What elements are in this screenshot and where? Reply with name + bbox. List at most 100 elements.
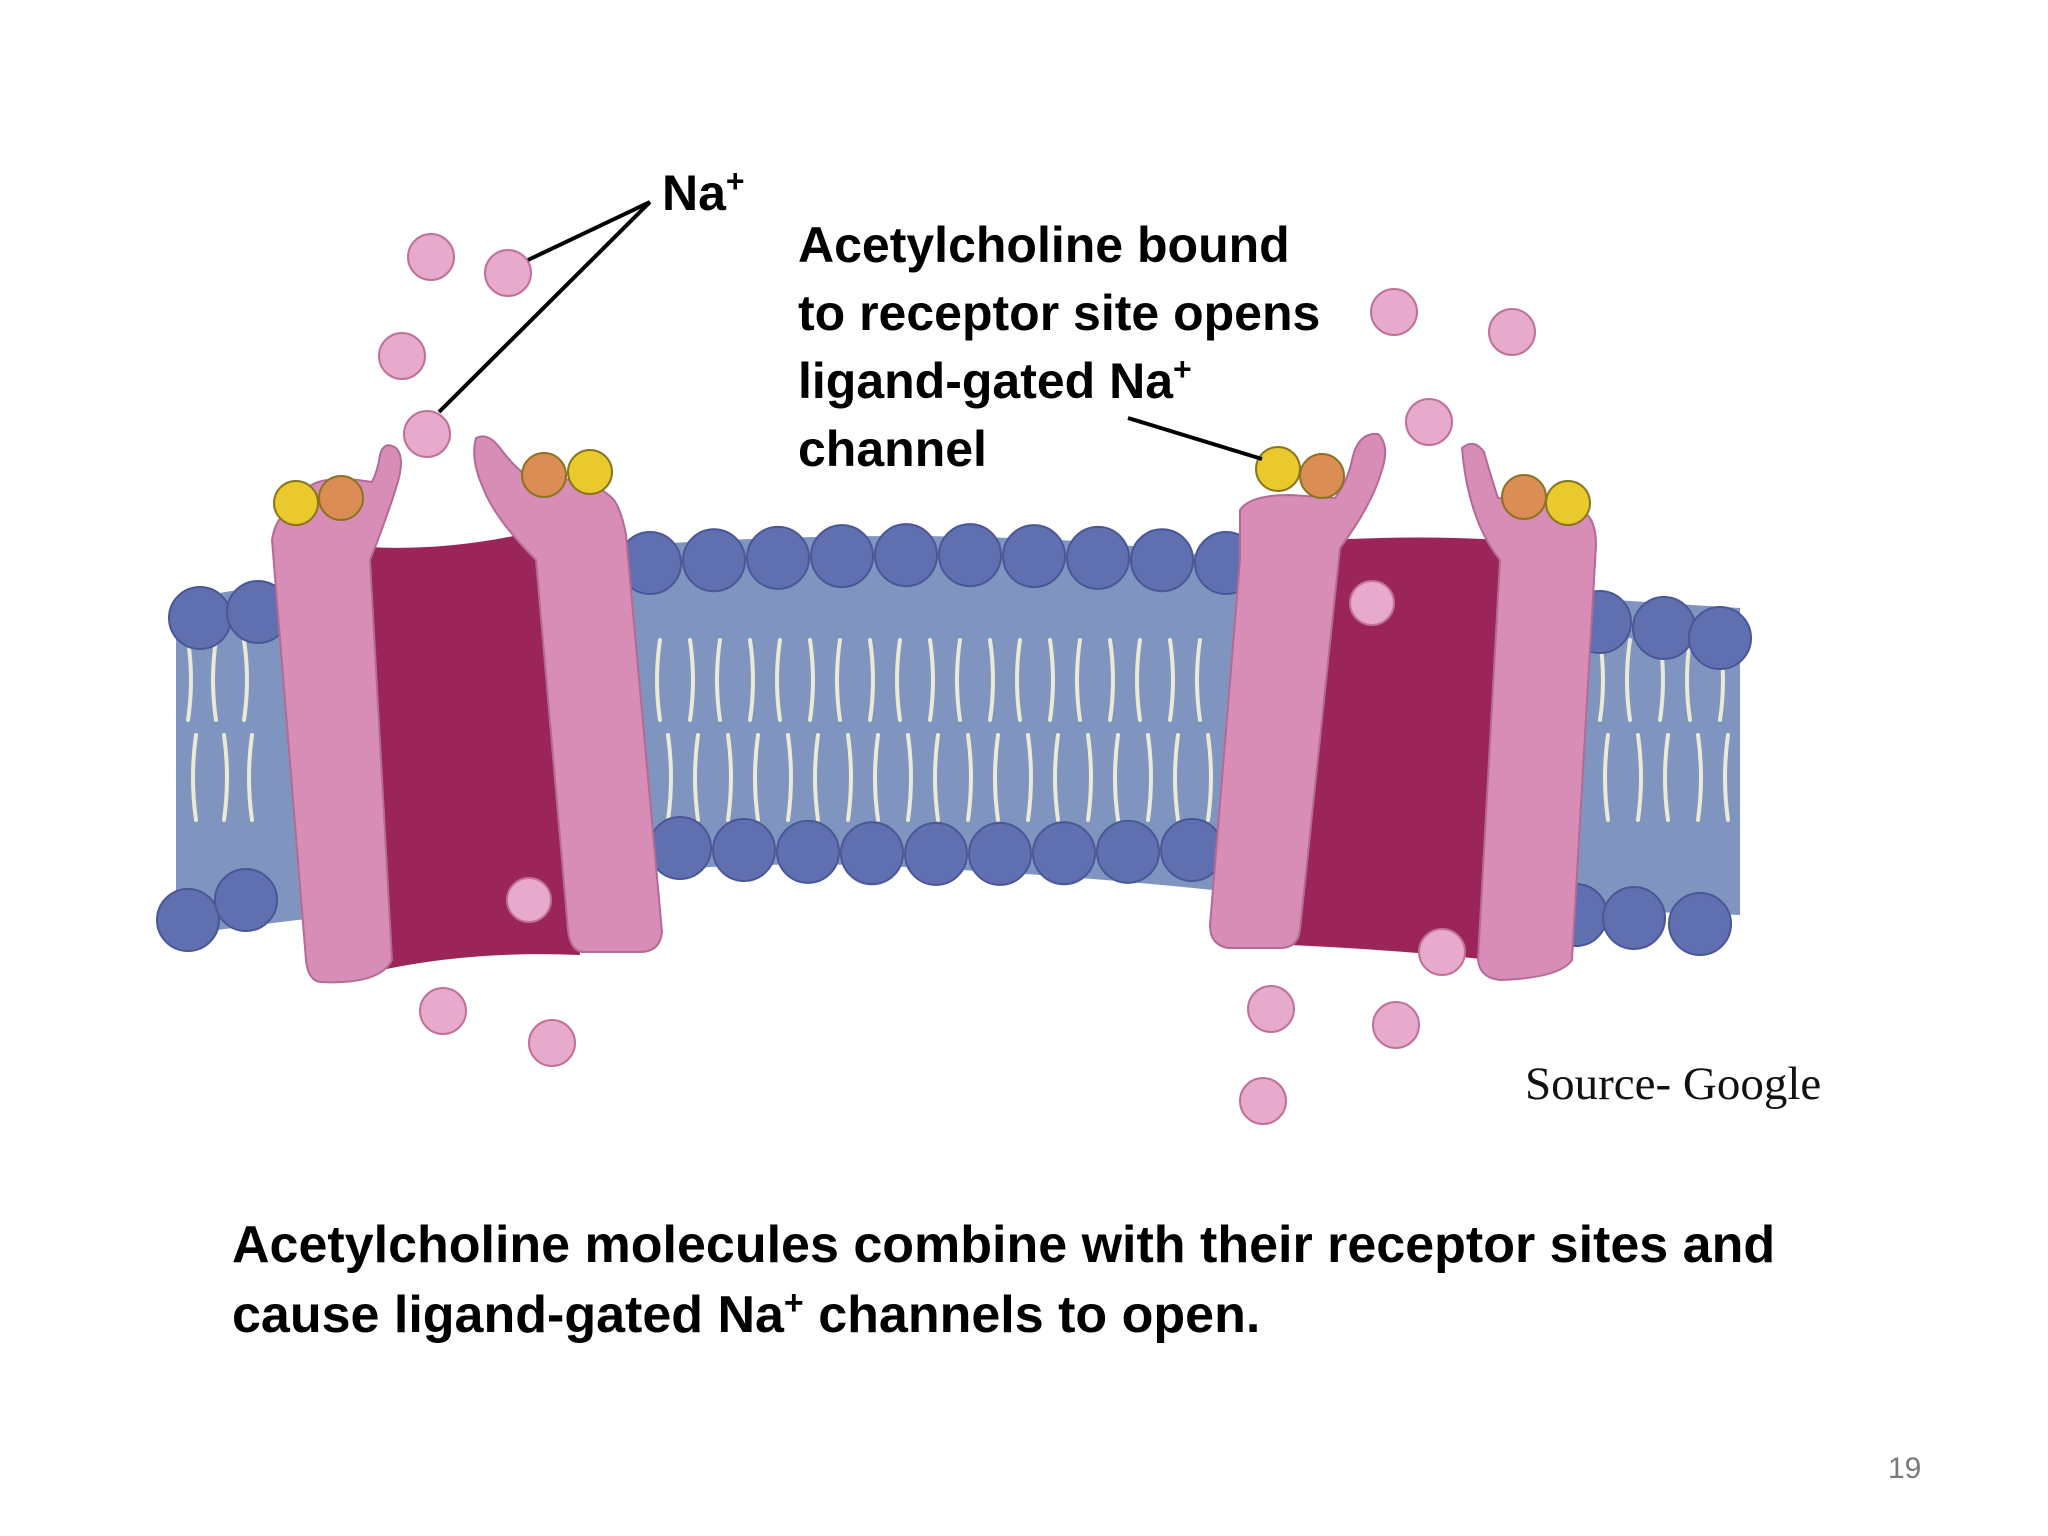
acetylcholine-molecule	[567, 449, 613, 495]
lipid-tail	[1636, 733, 1643, 822]
phospholipid-head	[1066, 525, 1130, 590]
sodium-ion	[1372, 1001, 1420, 1049]
lipid-tail	[655, 638, 662, 722]
phospholipid-head	[1632, 596, 1696, 660]
na-pointer-line	[437, 200, 652, 414]
lipid-tail	[955, 638, 962, 722]
lipid-tail	[1048, 638, 1055, 722]
phospholipid-head	[874, 523, 938, 588]
lipid-tail	[666, 733, 673, 822]
acetylcholine-molecule	[1299, 453, 1345, 499]
phospholipid-head	[746, 525, 810, 590]
sodium-ions	[378, 233, 1536, 1125]
sodium-ion	[1247, 985, 1295, 1033]
caption-line1: Acetylcholine molecules combine with the…	[232, 1216, 1775, 1274]
acetylcholine-molecule	[273, 480, 319, 526]
ach-label-line1: Acetylcholine bound	[798, 217, 1290, 273]
phospholipid-head	[682, 528, 746, 593]
lipid-tail	[1075, 638, 1082, 722]
lipid-tail	[726, 733, 733, 822]
right-channel-subunit-b	[1460, 442, 1598, 982]
lipid-tail	[1603, 733, 1610, 822]
right-channel-subunit-a	[1208, 432, 1387, 949]
phospholipid-head	[968, 821, 1032, 886]
lipid-tail	[993, 733, 1000, 822]
lipid-tail	[715, 638, 722, 722]
lipid-tail	[1723, 733, 1730, 822]
sodium-ion	[419, 987, 467, 1035]
lipid-tail	[1173, 733, 1180, 822]
sodium-ion	[1239, 1077, 1287, 1125]
phospholipid-head	[1002, 524, 1066, 589]
source-credit: Source- Google	[1525, 1058, 1821, 1110]
phospholipid-head	[168, 586, 232, 650]
lipid-tail	[191, 733, 198, 822]
phospholipid-head	[1032, 821, 1096, 886]
lipid-tail	[873, 733, 880, 822]
sodium-ion	[1488, 308, 1536, 356]
phospholipid-head	[1602, 886, 1666, 950]
lipid-tail	[1663, 733, 1670, 822]
lipid-tail	[1696, 733, 1703, 822]
lipid-tail	[1015, 638, 1022, 722]
phospholipid-head	[1130, 528, 1194, 593]
phospholipid-head	[938, 523, 1002, 588]
lipid-tail	[928, 638, 935, 722]
left-sodium-channel	[270, 435, 664, 984]
lipid-tail	[693, 733, 700, 822]
acetylcholine-molecule	[1545, 480, 1591, 526]
lipid-tails	[186, 638, 1730, 822]
lipid-tail	[247, 733, 254, 822]
lipid-tail	[1195, 638, 1202, 722]
phospholipid-head	[648, 816, 712, 880]
page-number: 19	[1888, 1452, 1921, 1485]
lipid-tail	[1168, 638, 1175, 722]
lipid-tail	[1026, 733, 1033, 822]
lipid-tail	[1113, 733, 1120, 822]
phospholipid-head	[904, 821, 968, 886]
lipid-tail	[933, 733, 940, 822]
acetylcholine-molecule	[1501, 474, 1547, 520]
sodium-ion	[484, 249, 532, 297]
lipid-tail	[846, 733, 853, 822]
lipid-tail	[775, 638, 782, 722]
lipid-tail	[895, 638, 902, 722]
sodium-ion	[528, 1019, 576, 1067]
lipid-tail	[906, 733, 913, 822]
left-channel-subunit-b	[473, 435, 664, 953]
lipid-tail	[1135, 638, 1142, 722]
phospholipid-head	[712, 818, 776, 883]
lipid-tail	[813, 733, 820, 822]
sodium-ion	[407, 233, 455, 281]
na-pointer-line	[527, 200, 651, 262]
lipid-tail	[786, 733, 793, 822]
lipid-tail	[753, 733, 760, 822]
ach-label-line4: channel	[798, 421, 987, 477]
lipid-tail	[688, 638, 695, 722]
lipid-tail	[1108, 638, 1115, 722]
lipid-tail	[1146, 733, 1153, 822]
acetylcholine-molecule	[318, 475, 364, 521]
lipid-tail	[222, 733, 229, 822]
lipid-tail	[748, 638, 755, 722]
sodium-ion	[1349, 580, 1395, 626]
acetylcholine-molecule	[1255, 446, 1301, 492]
sodium-ion	[1370, 288, 1418, 336]
sodium-ion	[378, 332, 426, 380]
lipid-tail	[988, 638, 995, 722]
lipid-tail	[1053, 733, 1060, 822]
sodium-ion	[506, 877, 552, 923]
lipid-tail	[868, 638, 875, 722]
phospholipid-head	[1096, 819, 1160, 884]
phospholipid-head	[156, 888, 220, 952]
sodium-ion	[403, 410, 451, 458]
phospholipid-head	[810, 524, 874, 589]
lipid-tail	[1206, 733, 1213, 822]
right-sodium-channel	[1208, 432, 1598, 982]
lipid-tail	[1086, 733, 1093, 822]
acetylcholine-molecules	[273, 446, 1591, 526]
lipid-tail	[835, 638, 842, 722]
na-label: Na+	[662, 163, 745, 221]
